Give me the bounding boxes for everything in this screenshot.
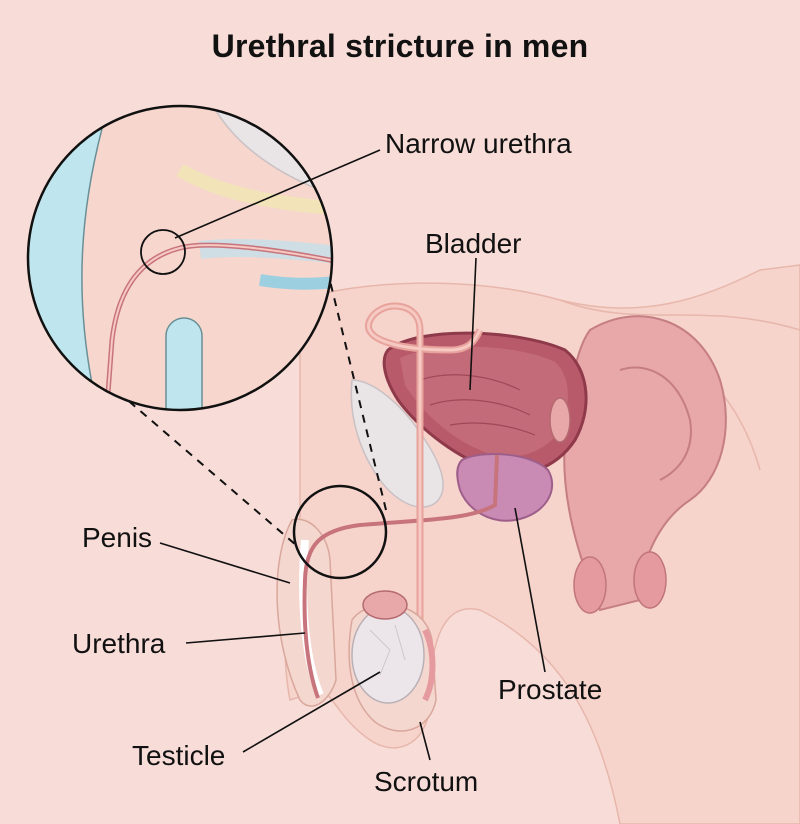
leader-lines: [159, 149, 546, 761]
stricture-highlight-circle: [292, 484, 388, 580]
magnifier-content: [28, 106, 332, 410]
label-urethra: Urethra: [72, 628, 166, 659]
diagram-title: Urethral stricture in men: [211, 28, 589, 64]
label-prostate: Prostate: [498, 674, 603, 705]
urethra-path: [302, 454, 499, 699]
label-testicle: Testicle: [132, 740, 226, 771]
label-narrow-urethra: Narrow urethra: [385, 128, 572, 159]
prostate: [456, 453, 554, 522]
leader-bladder: [469, 257, 477, 391]
leader-narrow-urethra: [174, 149, 381, 239]
label-penis: Penis: [82, 522, 153, 553]
leader-scrotum: [419, 721, 431, 761]
magnifier-circle: [26, 104, 334, 412]
rectum: [563, 315, 727, 614]
magnifier-connector-top: [319, 239, 387, 511]
label-bladder: Bladder: [425, 228, 522, 259]
leader-prostate: [514, 507, 546, 673]
scrotum-testicle: [348, 590, 437, 732]
leader-urethra: [185, 632, 306, 644]
label-scrotum: Scrotum: [374, 766, 479, 797]
bladder: [382, 331, 588, 476]
leader-testicle: [242, 671, 381, 753]
leader-penis: [159, 542, 291, 584]
narrow-urethra-circle: [140, 229, 186, 275]
